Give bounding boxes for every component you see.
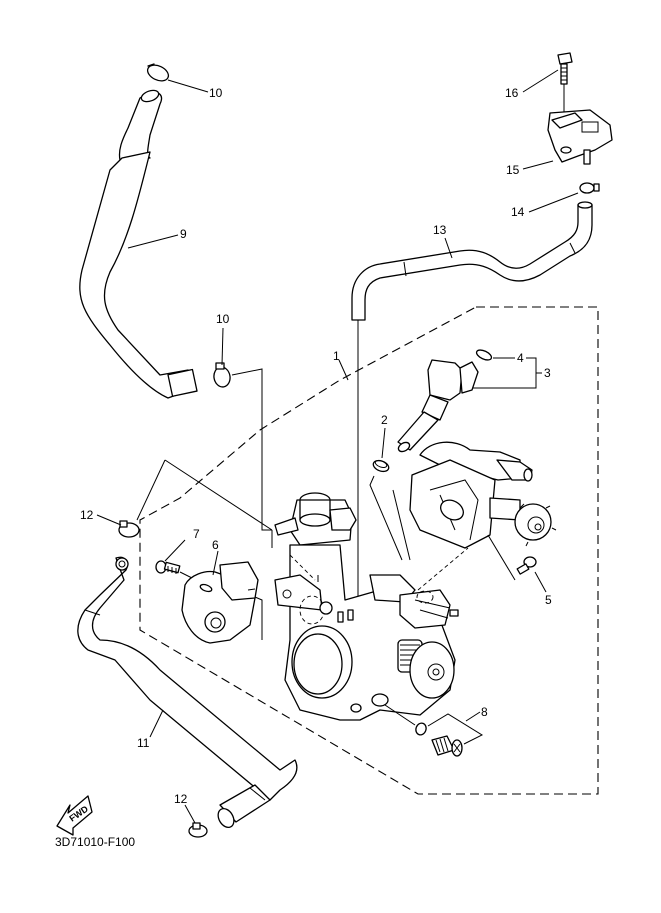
clamp-12-guide xyxy=(136,459,166,521)
callout-12-lower: 12 xyxy=(174,792,188,806)
screw-7[interactable] xyxy=(155,560,181,574)
diagram-code: 3D71010-F100 xyxy=(55,835,135,849)
leader-15 xyxy=(522,160,554,170)
callout-12-upper: 12 xyxy=(80,508,94,522)
leader-12-lower xyxy=(184,804,196,824)
seal-to-tb xyxy=(392,489,411,561)
leader-7 xyxy=(164,539,186,562)
callout-2: 2 xyxy=(381,413,388,427)
callout-4: 4 xyxy=(517,351,524,365)
bolt-16[interactable] xyxy=(557,52,573,85)
injector-holder[interactable] xyxy=(409,441,533,549)
callout-8: 8 xyxy=(481,705,488,719)
leader-14 xyxy=(528,192,579,213)
leader-1 xyxy=(338,359,349,381)
leader-16 xyxy=(522,69,559,93)
hose-clamp-12-upper[interactable] xyxy=(118,520,140,538)
hose-clamp-12-lower[interactable] xyxy=(188,822,208,838)
leader-12-upper xyxy=(96,514,122,526)
leader-10-link xyxy=(231,368,272,531)
callout-14: 14 xyxy=(511,205,525,219)
callout-10-top: 10 xyxy=(209,86,223,100)
tps-guide xyxy=(254,596,263,640)
throttle-body[interactable] xyxy=(274,492,459,721)
pressure-sensor-15[interactable] xyxy=(547,109,613,165)
tb-hidden xyxy=(289,554,316,581)
callout-6: 6 xyxy=(212,538,219,552)
holder-to-tb xyxy=(417,547,469,591)
seal-guide xyxy=(369,475,403,561)
leader-13 xyxy=(444,237,453,259)
hose-clamp-10-top[interactable] xyxy=(145,62,171,84)
o-ring-8[interactable] xyxy=(414,722,428,737)
hose-clamp-10-lower[interactable] xyxy=(212,362,231,388)
callout-16: 16 xyxy=(505,86,519,100)
throttle-position-sensor-6[interactable] xyxy=(181,561,259,644)
o-ring-4[interactable] xyxy=(475,348,493,362)
callout-11: 11 xyxy=(137,736,150,750)
bracket-8 xyxy=(427,711,484,745)
leader-5-link xyxy=(487,534,516,581)
idle-adjust-screw-8[interactable] xyxy=(431,735,463,757)
pressure-regulator[interactable] xyxy=(514,503,557,547)
callout-10-lower: 10 xyxy=(216,312,230,326)
leader-2 xyxy=(381,427,386,459)
callout-13: 13 xyxy=(433,223,447,237)
leader-11 xyxy=(149,709,164,738)
hose-clip-14[interactable] xyxy=(579,182,600,194)
hose-9[interactable] xyxy=(79,88,198,399)
screw-5[interactable] xyxy=(516,556,537,575)
assembly-outline xyxy=(139,306,599,795)
callout-1: 1 xyxy=(333,349,340,363)
callout-3: 3 xyxy=(544,366,551,380)
fwd-arrow-icon: FWD xyxy=(56,795,93,836)
callout-15: 15 xyxy=(506,163,520,177)
callout-5: 5 xyxy=(545,593,552,607)
callout-7: 7 xyxy=(193,527,200,541)
callout-9: 9 xyxy=(180,227,187,241)
leader-5 xyxy=(534,571,547,593)
leader-10-top xyxy=(167,79,209,93)
leader-9 xyxy=(127,234,179,249)
screw-8-guide xyxy=(384,704,416,726)
vacuum-hose-13[interactable] xyxy=(351,201,593,321)
leader-10-lower xyxy=(221,327,224,366)
fuel-injector-3[interactable] xyxy=(397,359,479,453)
hose-11[interactable] xyxy=(77,556,298,830)
tb-guide-left xyxy=(164,459,273,548)
leader-6 xyxy=(212,550,219,576)
bracket-3 xyxy=(472,357,537,389)
injector-seal-2[interactable] xyxy=(372,459,390,474)
